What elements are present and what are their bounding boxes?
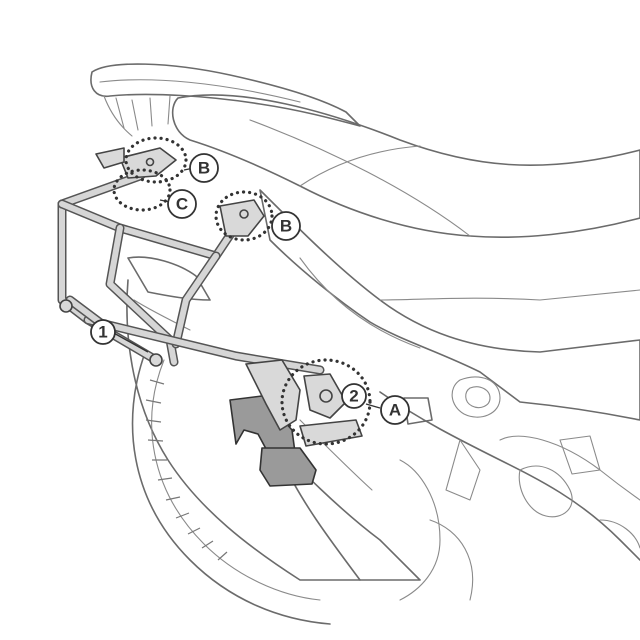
callout-part-1: 1 [90,319,116,345]
highlight-circle-b-upper [124,136,188,184]
highlight-circle-b-lower [214,190,274,242]
callout-part-2-label: 2 [349,387,358,406]
highlight-circle-2 [280,358,372,446]
highlight-circle-c [112,168,172,212]
callout-point-a: A [380,395,410,425]
callout-point-b-upper: B [189,153,219,183]
callout-point-a-label: A [389,401,401,420]
callout-point-b-lower-label: B [280,217,292,236]
callout-part-2: 2 [341,383,367,409]
lower-support-bracket [229,359,363,487]
highlight-zones [112,136,372,446]
callout-point-c-label: C [176,195,188,214]
pannier-rack-frame [57,147,325,375]
callout-point-b-upper-label: B [198,159,210,178]
callout-point-b-lower: B [271,211,301,241]
callout-point-c: C [167,189,197,219]
callout-part-1-label: 1 [98,323,107,342]
